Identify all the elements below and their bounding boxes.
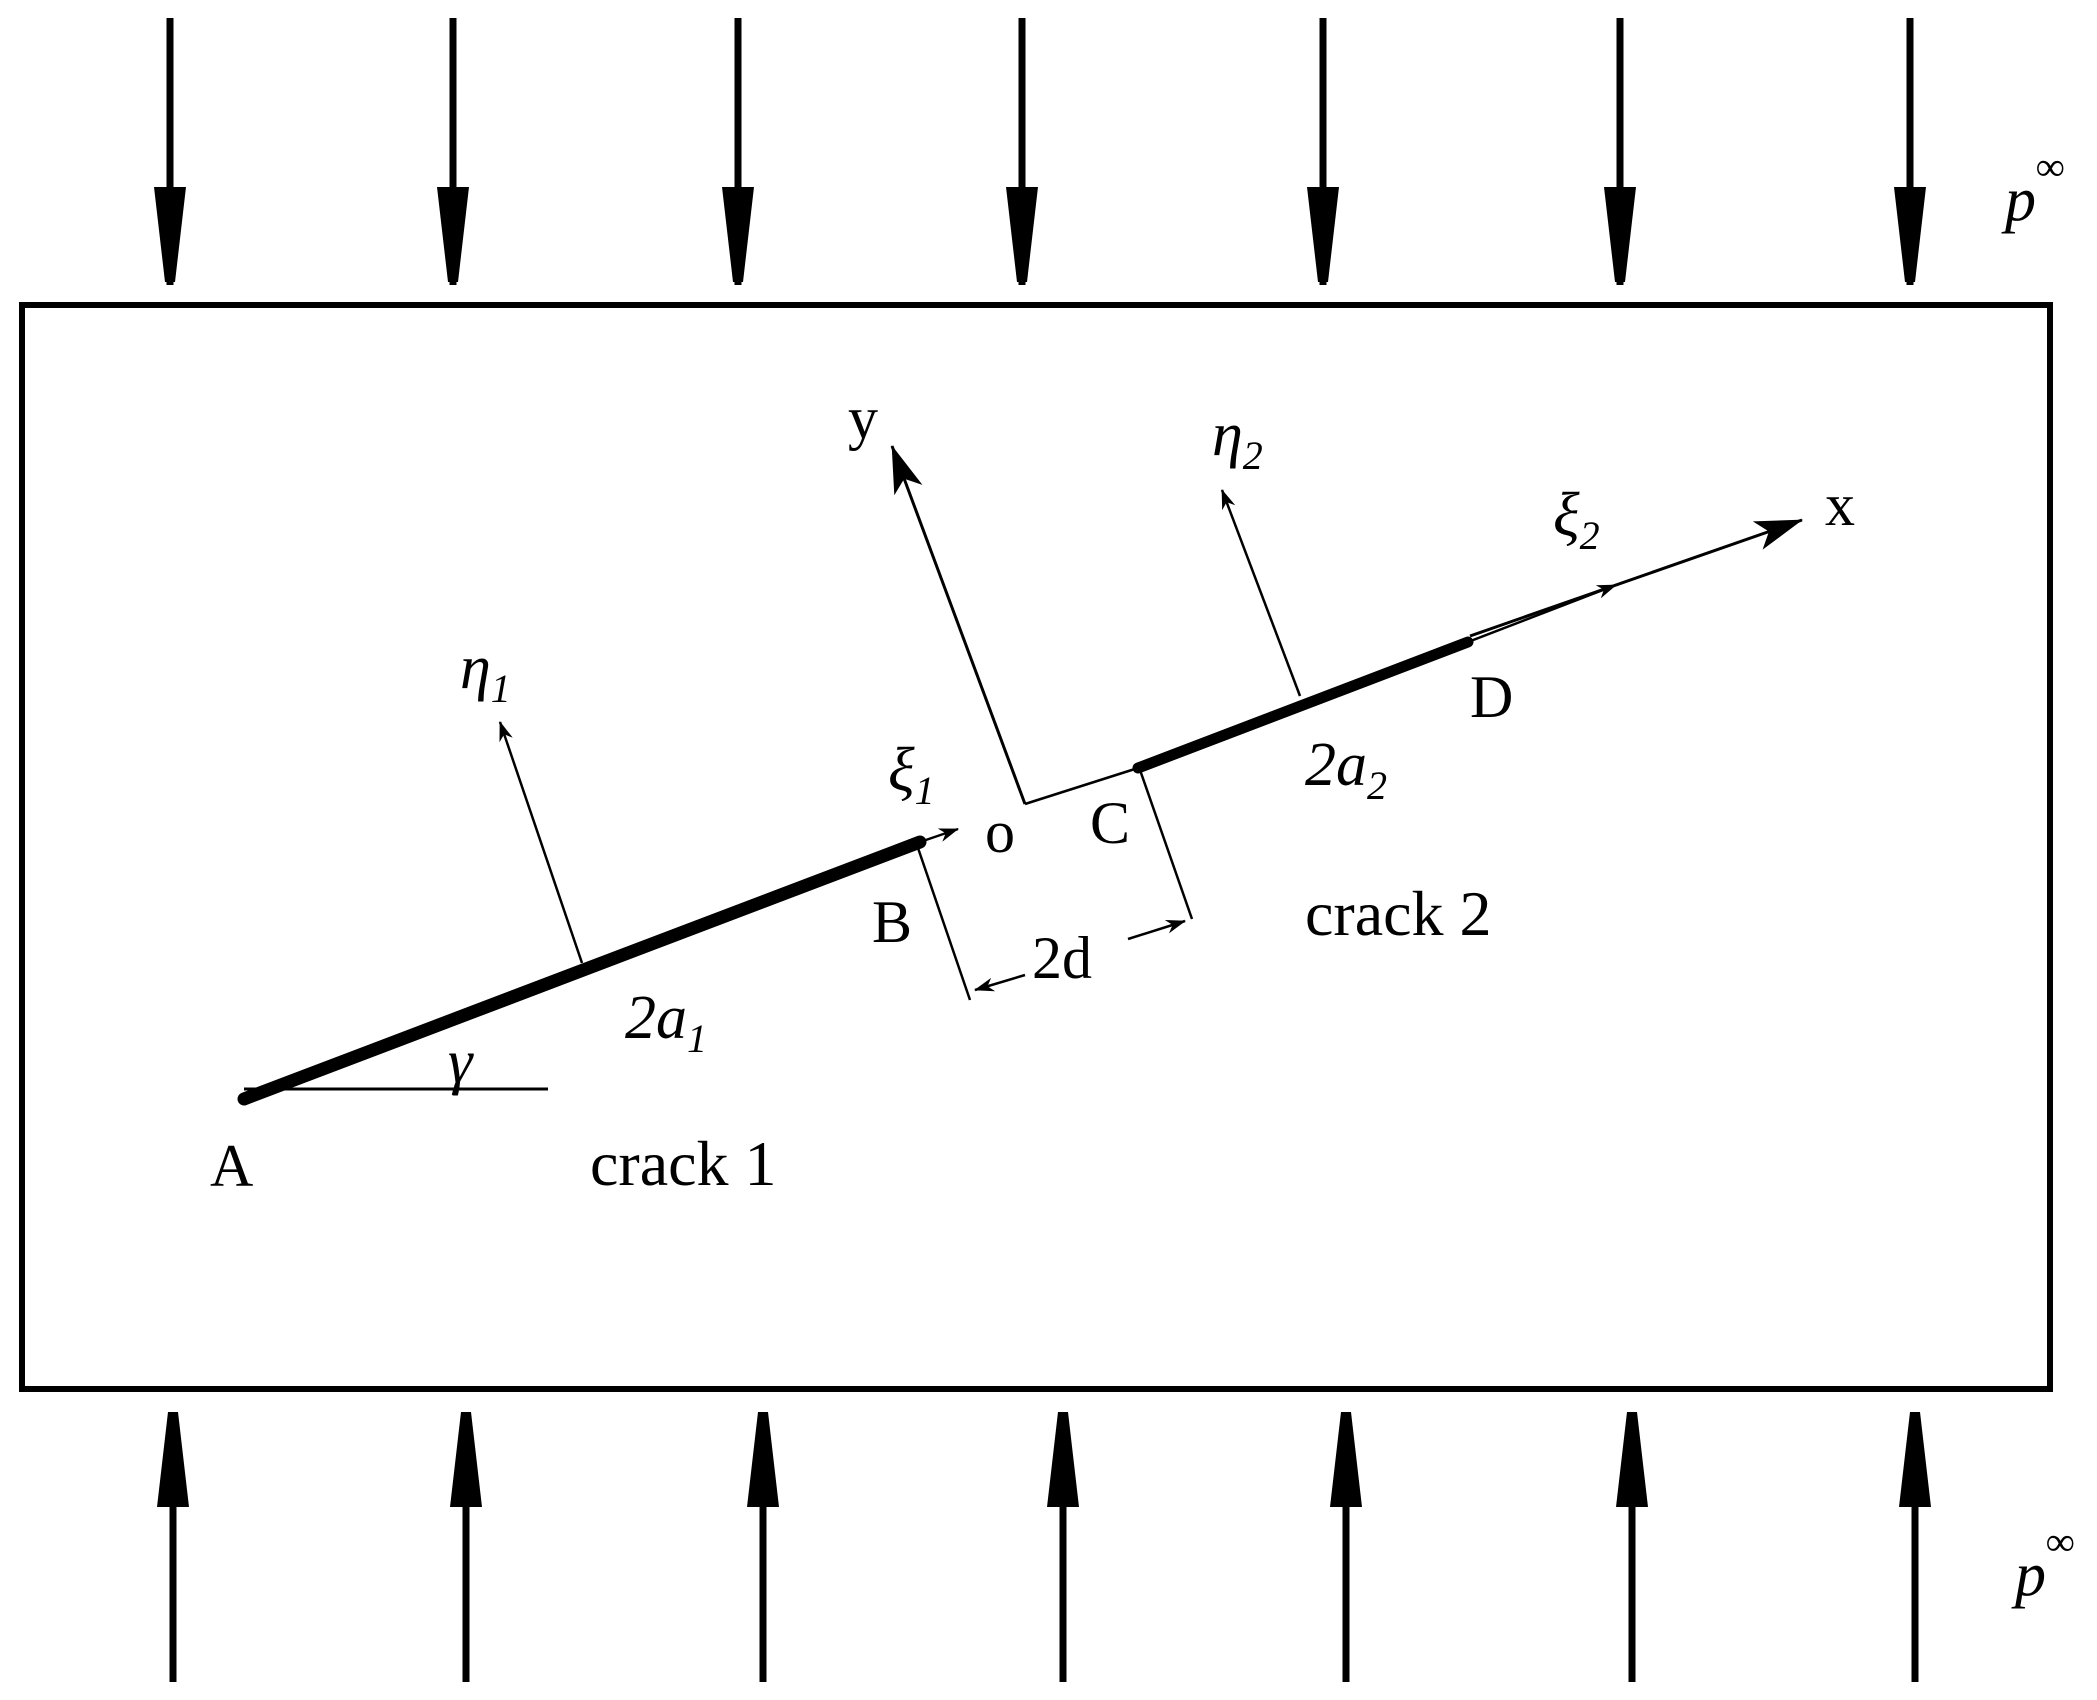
- top-load-arrows: [154, 18, 1926, 285]
- bottom-load-label: p∞: [2011, 1519, 2075, 1609]
- top-load-arrow: [154, 18, 186, 285]
- bottom-load-arrow: [747, 1412, 779, 1682]
- top-load-label: p∞: [2001, 144, 2065, 234]
- top-load-arrow: [1006, 18, 1038, 285]
- xi2-label: ξ2: [1553, 481, 1600, 558]
- bottom-load-arrow: [1899, 1412, 1931, 1682]
- crack-1-name: crack 1: [590, 1128, 777, 1199]
- origin-label: o: [985, 799, 1015, 865]
- point-a-label: A: [210, 1133, 253, 1199]
- y-axis-label: y: [848, 385, 878, 451]
- top-load-arrow: [1307, 18, 1339, 285]
- crack2-length-label: 2a2: [1305, 731, 1387, 808]
- xi1-axis-arrow: [919, 827, 959, 844]
- angle-label: γ: [448, 1028, 474, 1096]
- bottom-load-arrow: [1047, 1412, 1079, 1682]
- crack1-length-label: 2a1: [625, 984, 707, 1061]
- point-b-label: B: [872, 889, 912, 955]
- gap-extension-right: [1138, 769, 1194, 920]
- eta1-axis-arrow: [498, 721, 584, 964]
- top-load-arrow: [1604, 18, 1636, 285]
- gap-dim-arrow-left: [974, 973, 1026, 992]
- x-axis-label: x: [1825, 472, 1855, 538]
- bottom-load-arrows: [157, 1412, 1931, 1682]
- gap-extension-left: [916, 847, 972, 1001]
- origin-connector: [1024, 766, 1139, 806]
- crack-1-line: [237, 835, 927, 1106]
- top-load-arrow: [1894, 18, 1926, 285]
- point-d-label: D: [1470, 664, 1513, 730]
- bottom-load-arrow: [450, 1412, 482, 1682]
- point-c-label: C: [1090, 790, 1130, 856]
- eta1-label: η1: [460, 634, 511, 711]
- gap-dim-arrow-right: [1127, 919, 1186, 941]
- gap-label: 2d: [1032, 925, 1092, 991]
- xi2-axis-arrow: [1467, 583, 1617, 644]
- y-axis-arrow: [890, 445, 1027, 805]
- crack-2-name: crack 2: [1305, 878, 1492, 949]
- xi1-label: ξ1: [888, 736, 935, 813]
- top-load-arrow: [437, 18, 469, 285]
- x-axis-arrow: [1469, 518, 1803, 638]
- eta2-label: η2: [1212, 401, 1263, 478]
- plate-boundary: [19, 302, 2053, 1392]
- bottom-load-arrow: [1330, 1412, 1362, 1682]
- crack-2-line: [1132, 636, 1474, 774]
- bottom-load-arrow: [1616, 1412, 1648, 1682]
- eta2-axis-arrow: [1220, 489, 1302, 697]
- bottom-load-arrow: [157, 1412, 189, 1682]
- top-load-arrow: [722, 18, 754, 285]
